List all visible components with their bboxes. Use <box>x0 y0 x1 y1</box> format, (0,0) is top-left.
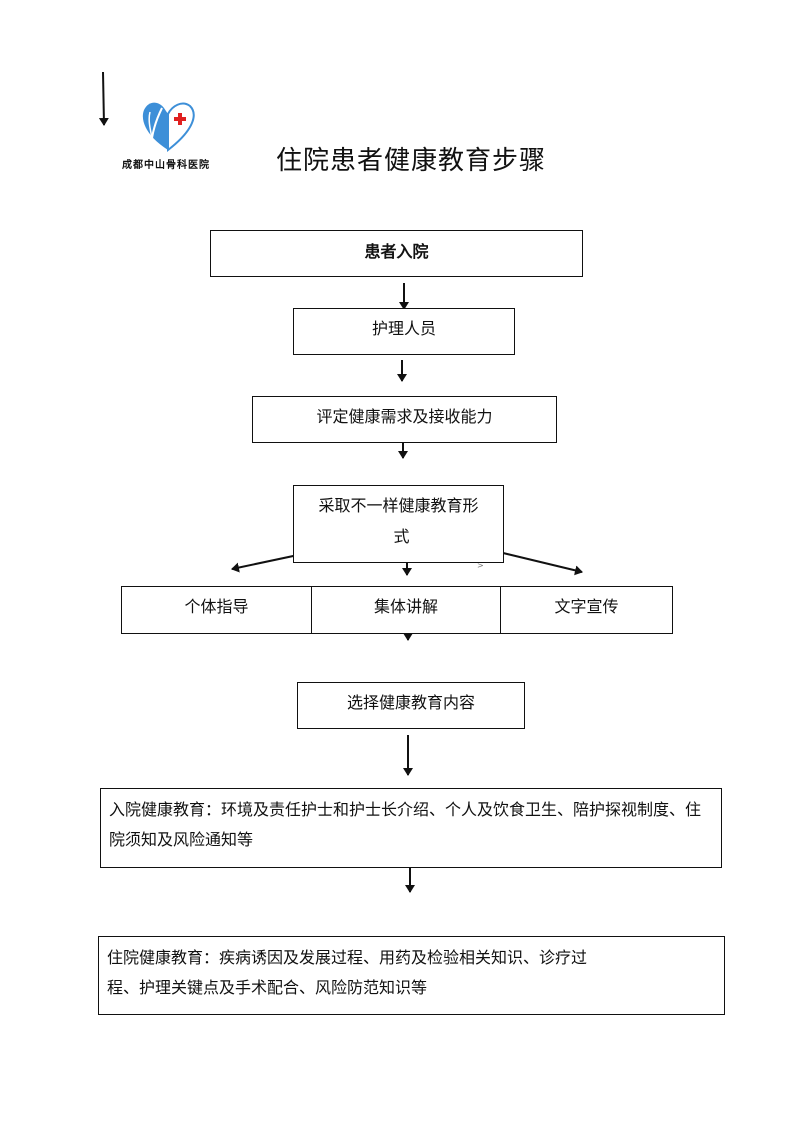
form-written: 文字宣传 <box>500 586 673 634</box>
hospital-education-part1: 住院健康教育：疾病诱因及发展过程、用药及检验相关知识、诊疗过 <box>107 948 588 967</box>
admission-education-text: 入院健康教育：环境及责任护士和护士长介绍、个人及饮食卫生、陪护探视制度、住院须知… <box>109 800 702 849</box>
step-nurse-label: 护理人员 <box>371 319 436 338</box>
admission-education: 入院健康教育：环境及责任护士和护士长介绍、个人及饮食卫生、陪护探视制度、住院须知… <box>100 788 722 868</box>
hospital-education-part2: 程、护理关键点及手术配合、风险防范知识等 <box>107 978 428 997</box>
step-content-label: 选择健康教育内容 <box>346 693 475 712</box>
step-forms-line2: 式 <box>393 527 410 546</box>
stray-mark: > <box>477 561 484 570</box>
form-group: 集体讲解 <box>311 586 501 634</box>
logo-text: 成都中山骨科医院 <box>122 160 210 171</box>
step-admission-label: 患者入院 <box>364 242 429 261</box>
page-title: 住院患者健康教育步骤 <box>276 146 547 176</box>
forms-row: 个体指导 集体讲解 文字宣传 <box>121 586 673 634</box>
hospital-logo: 成都中山骨科医院 <box>118 98 214 171</box>
step-assess: 评定健康需求及接收能力 <box>252 396 557 443</box>
step-content: 选择健康教育内容 <box>297 682 525 729</box>
step-admission: 患者入院 <box>210 230 583 277</box>
hospital-education-text: 住院健康教育：疾病诱因及发展过程、用药及检验相关知识、诊疗过 程、护理关键点及手… <box>99 937 724 1009</box>
step-forms-line1: 采取不一样健康教育形 <box>318 496 479 515</box>
form-group-label: 集体讲解 <box>373 597 438 616</box>
step-assess-label: 评定健康需求及接收能力 <box>316 407 493 426</box>
form-individual-label: 个体指导 <box>184 597 249 616</box>
step-nurse: 护理人员 <box>293 308 515 355</box>
hospital-education: 住院健康教育：疾病诱因及发展过程、用药及检验相关知识、诊疗过 程、护理关键点及手… <box>98 936 725 1015</box>
form-individual: 个体指导 <box>121 586 312 634</box>
arrow-topleft <box>98 71 109 126</box>
step-forms: 采取不一样健康教育形 式 > <box>293 485 504 570</box>
form-written-label: 文字宣传 <box>554 597 619 616</box>
logo-heart-icon <box>142 102 195 153</box>
